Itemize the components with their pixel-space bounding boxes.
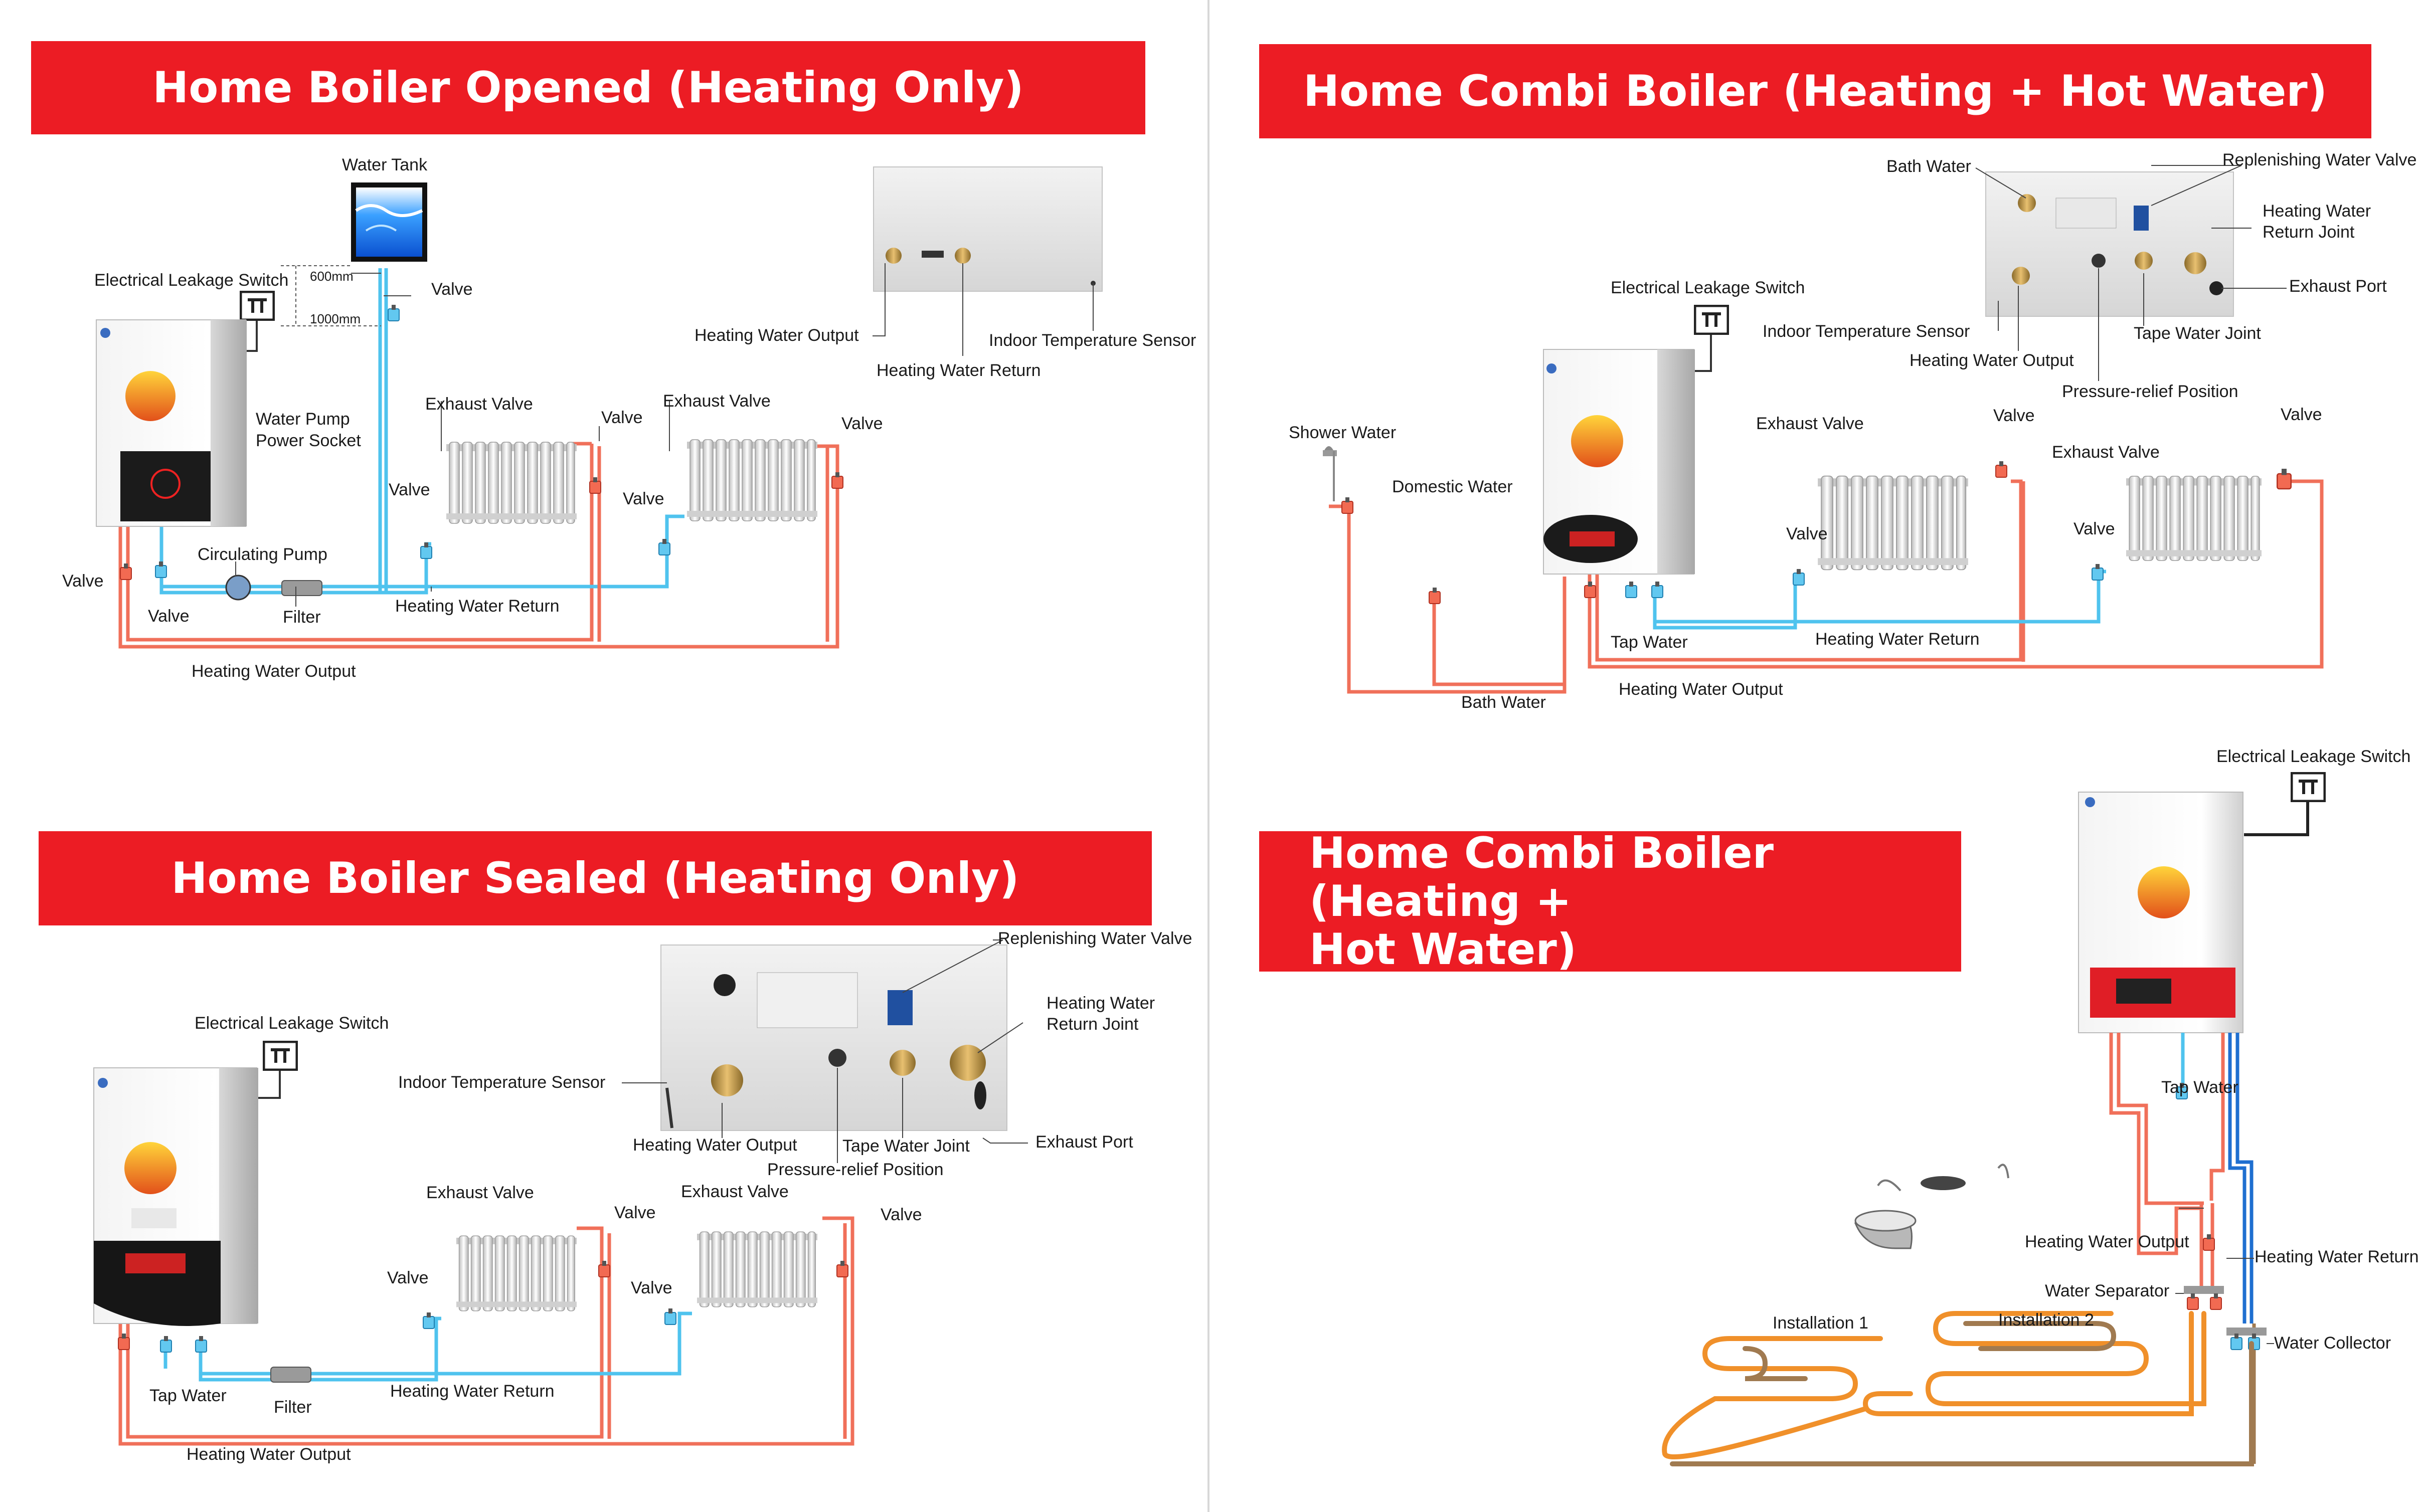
q3-label-exhaust-port: Exhaust Port xyxy=(1035,1132,1133,1152)
q4-label-heating-water-return: Heating Water Return xyxy=(2255,1247,2419,1266)
title-combi-floor-heating: Home Combi Boiler (Heating + Hot Water) xyxy=(1259,828,1961,975)
q2-radiator-1 xyxy=(1817,475,1969,571)
q3-label-valve-d: Valve xyxy=(631,1278,672,1297)
q3-label-heating-output-panel: Heating Water Output xyxy=(633,1136,797,1155)
title-opened-heating-only: Home Boiler Opened (Heating Only) xyxy=(31,41,1145,134)
q1-label-valve-left: Valve xyxy=(62,572,104,591)
q1-label-panel-return: Heating Water Return xyxy=(877,361,1041,380)
q1-label-valve-d: Valve xyxy=(623,489,664,508)
title-combi-heating-hot-water: Home Combi Boiler (Heating + Hot Water) xyxy=(1259,44,2371,138)
q2-label-domestic-water: Domestic Water xyxy=(1392,477,1513,496)
q2-label-return-joint-1: Heating Water xyxy=(2263,202,2371,221)
q4-label-installation-2: Installation 2 xyxy=(1998,1310,2094,1330)
q1-label-pump-socket-2: Power Socket xyxy=(256,431,361,450)
q1-label-valve-c: Valve xyxy=(389,480,430,499)
q2-label-heating-output-panel: Heating Water Output xyxy=(1910,351,2074,370)
q4-diagram: Electrical Leakage Switch Tap Water Heat… xyxy=(1662,747,2419,1466)
q2-label-return-joint-2: Return Joint xyxy=(2263,223,2355,242)
q4-label-water-collector: Water Collector xyxy=(2274,1334,2391,1353)
q2-label-valve-a: Valve xyxy=(1993,406,2035,425)
q1-label-heating-water-return: Heating Water Return xyxy=(395,597,560,616)
q1-label-exhaust-valve-2: Exhaust Valve xyxy=(663,392,771,411)
q3-label-exhaust-valve-2: Exhaust Valve xyxy=(681,1182,789,1201)
q2-label-valve-d: Valve xyxy=(2073,519,2115,538)
q1-label-pump-socket-1: Water Pump xyxy=(256,410,350,429)
q1-label-filter: Filter xyxy=(283,608,321,627)
q3-leakage-switch-icon xyxy=(264,1042,297,1070)
q2-label-leakage-switch: Electrical Leakage Switch xyxy=(1611,278,1805,297)
q1-leakage-switch-icon xyxy=(241,292,274,320)
q2-label-valve-b: Valve xyxy=(2281,405,2322,424)
q3-radiator-2 xyxy=(697,1231,817,1307)
q1-diagram: 600mm 1000mm Water Ta xyxy=(62,155,1196,681)
q2-label-bath-water-top: Bath Water xyxy=(1886,157,1971,176)
q1-label-leakage-switch: Electrical Leakage Switch xyxy=(94,271,288,290)
q3-diagram: Replenishing Water Valve Heating Water R… xyxy=(93,929,1192,1464)
q2-label-exhaust-port: Exhaust Port xyxy=(2289,277,2387,296)
q2-label-heating-water-return: Heating Water Return xyxy=(1815,630,1980,649)
q4-label-leakage-switch: Electrical Leakage Switch xyxy=(2216,747,2410,766)
title-q4-line2: Hot Water) xyxy=(1309,924,1577,975)
q2-radiator-2 xyxy=(2126,476,2262,561)
q2-label-valve-c: Valve xyxy=(1786,524,1828,543)
q3-label-return-joint-1: Heating Water xyxy=(1047,994,1155,1013)
q2-label-exhaust-valve-1: Exhaust Valve xyxy=(1756,414,1864,433)
q1-label-heating-water-output: Heating Water Output xyxy=(192,662,356,681)
q1-label-exhaust-valve-1: Exhaust Valve xyxy=(425,395,533,414)
q3-radiator-1 xyxy=(456,1235,577,1311)
q1-label-panel-output: Heating Water Output xyxy=(695,326,859,345)
q4-label-tap-water: Tap Water xyxy=(2161,1078,2238,1097)
q2-diagram: Bath Water Replenishing Water Valve Heat… xyxy=(1289,150,2416,712)
q1-label-valve-b: Valve xyxy=(841,414,883,433)
q3-label-tape-water-joint: Tape Water Joint xyxy=(842,1137,970,1156)
q4-label-installation-1: Installation 1 xyxy=(1773,1313,1868,1333)
q2-label-pressure-relief: Pressure-relief Position xyxy=(2062,382,2238,401)
q3-label-return-joint-2: Return Joint xyxy=(1047,1015,1139,1034)
q3-label-tap-water: Tap Water xyxy=(149,1386,227,1405)
q2-leakage-switch-icon xyxy=(1695,306,1728,334)
q1-label-valve-a: Valve xyxy=(601,408,643,427)
q2-label-heating-water-output: Heating Water Output xyxy=(1619,680,1783,699)
q3-label-valve-a: Valve xyxy=(614,1203,656,1222)
q3-label-leakage-switch: Electrical Leakage Switch xyxy=(195,1014,389,1033)
q2-label-exhaust-valve-2: Exhaust Valve xyxy=(2052,443,2160,462)
title-q4-line1: Home Combi Boiler (Heating + xyxy=(1309,828,1774,926)
q1-radiator-1 xyxy=(446,442,577,524)
q1-label-circulating-pump: Circulating Pump xyxy=(198,545,327,564)
q1-label-valve-bottom: Valve xyxy=(148,607,190,626)
q3-label-exhaust-valve-1: Exhaust Valve xyxy=(426,1183,534,1202)
q1-radiator-2 xyxy=(687,439,817,521)
q1-label-water-tank: Water Tank xyxy=(342,155,428,174)
q3-label-heating-water-output: Heating Water Output xyxy=(187,1445,351,1464)
q2-label-tape-water-joint: Tape Water Joint xyxy=(2134,324,2261,343)
q3-label-heating-water-return: Heating Water Return xyxy=(390,1382,555,1401)
q1-label-valve-tank: Valve xyxy=(431,280,473,299)
q4-label-water-separator: Water Separator xyxy=(2045,1281,2169,1300)
q3-label-valve-b: Valve xyxy=(881,1205,922,1224)
q2-label-indoor-sensor: Indoor Temperature Sensor xyxy=(1763,322,1970,341)
q3-label-indoor-sensor: Indoor Temperature Sensor xyxy=(398,1073,605,1092)
q3-label-filter: Filter xyxy=(274,1398,312,1417)
q2-label-bath-water: Bath Water xyxy=(1461,693,1546,712)
q1-dim-1000: 1000mm xyxy=(310,311,361,326)
q3-label-pressure-relief: Pressure-relief Position xyxy=(767,1160,943,1179)
q3-label-valve-c: Valve xyxy=(387,1268,429,1287)
q4-leakage-switch-icon xyxy=(2292,773,2325,801)
title-sealed-heating-only: Home Boiler Sealed (Heating Only) xyxy=(39,831,1152,925)
q4-label-heating-water-output: Heating Water Output xyxy=(2025,1232,2189,1251)
q1-dim-600: 600mm xyxy=(310,269,354,284)
q1-label-panel-sensor: Indoor Temperature Sensor xyxy=(989,331,1196,350)
quadrant-divider xyxy=(1207,0,1209,1512)
q3-label-replenishing-valve: Replenishing Water Valve xyxy=(998,929,1192,948)
q2-label-shower-water: Shower Water xyxy=(1289,423,1396,442)
q2-label-tap-water: Tap Water xyxy=(1611,633,1688,652)
q2-label-replenishing-valve: Replenishing Water Valve xyxy=(2222,150,2416,169)
